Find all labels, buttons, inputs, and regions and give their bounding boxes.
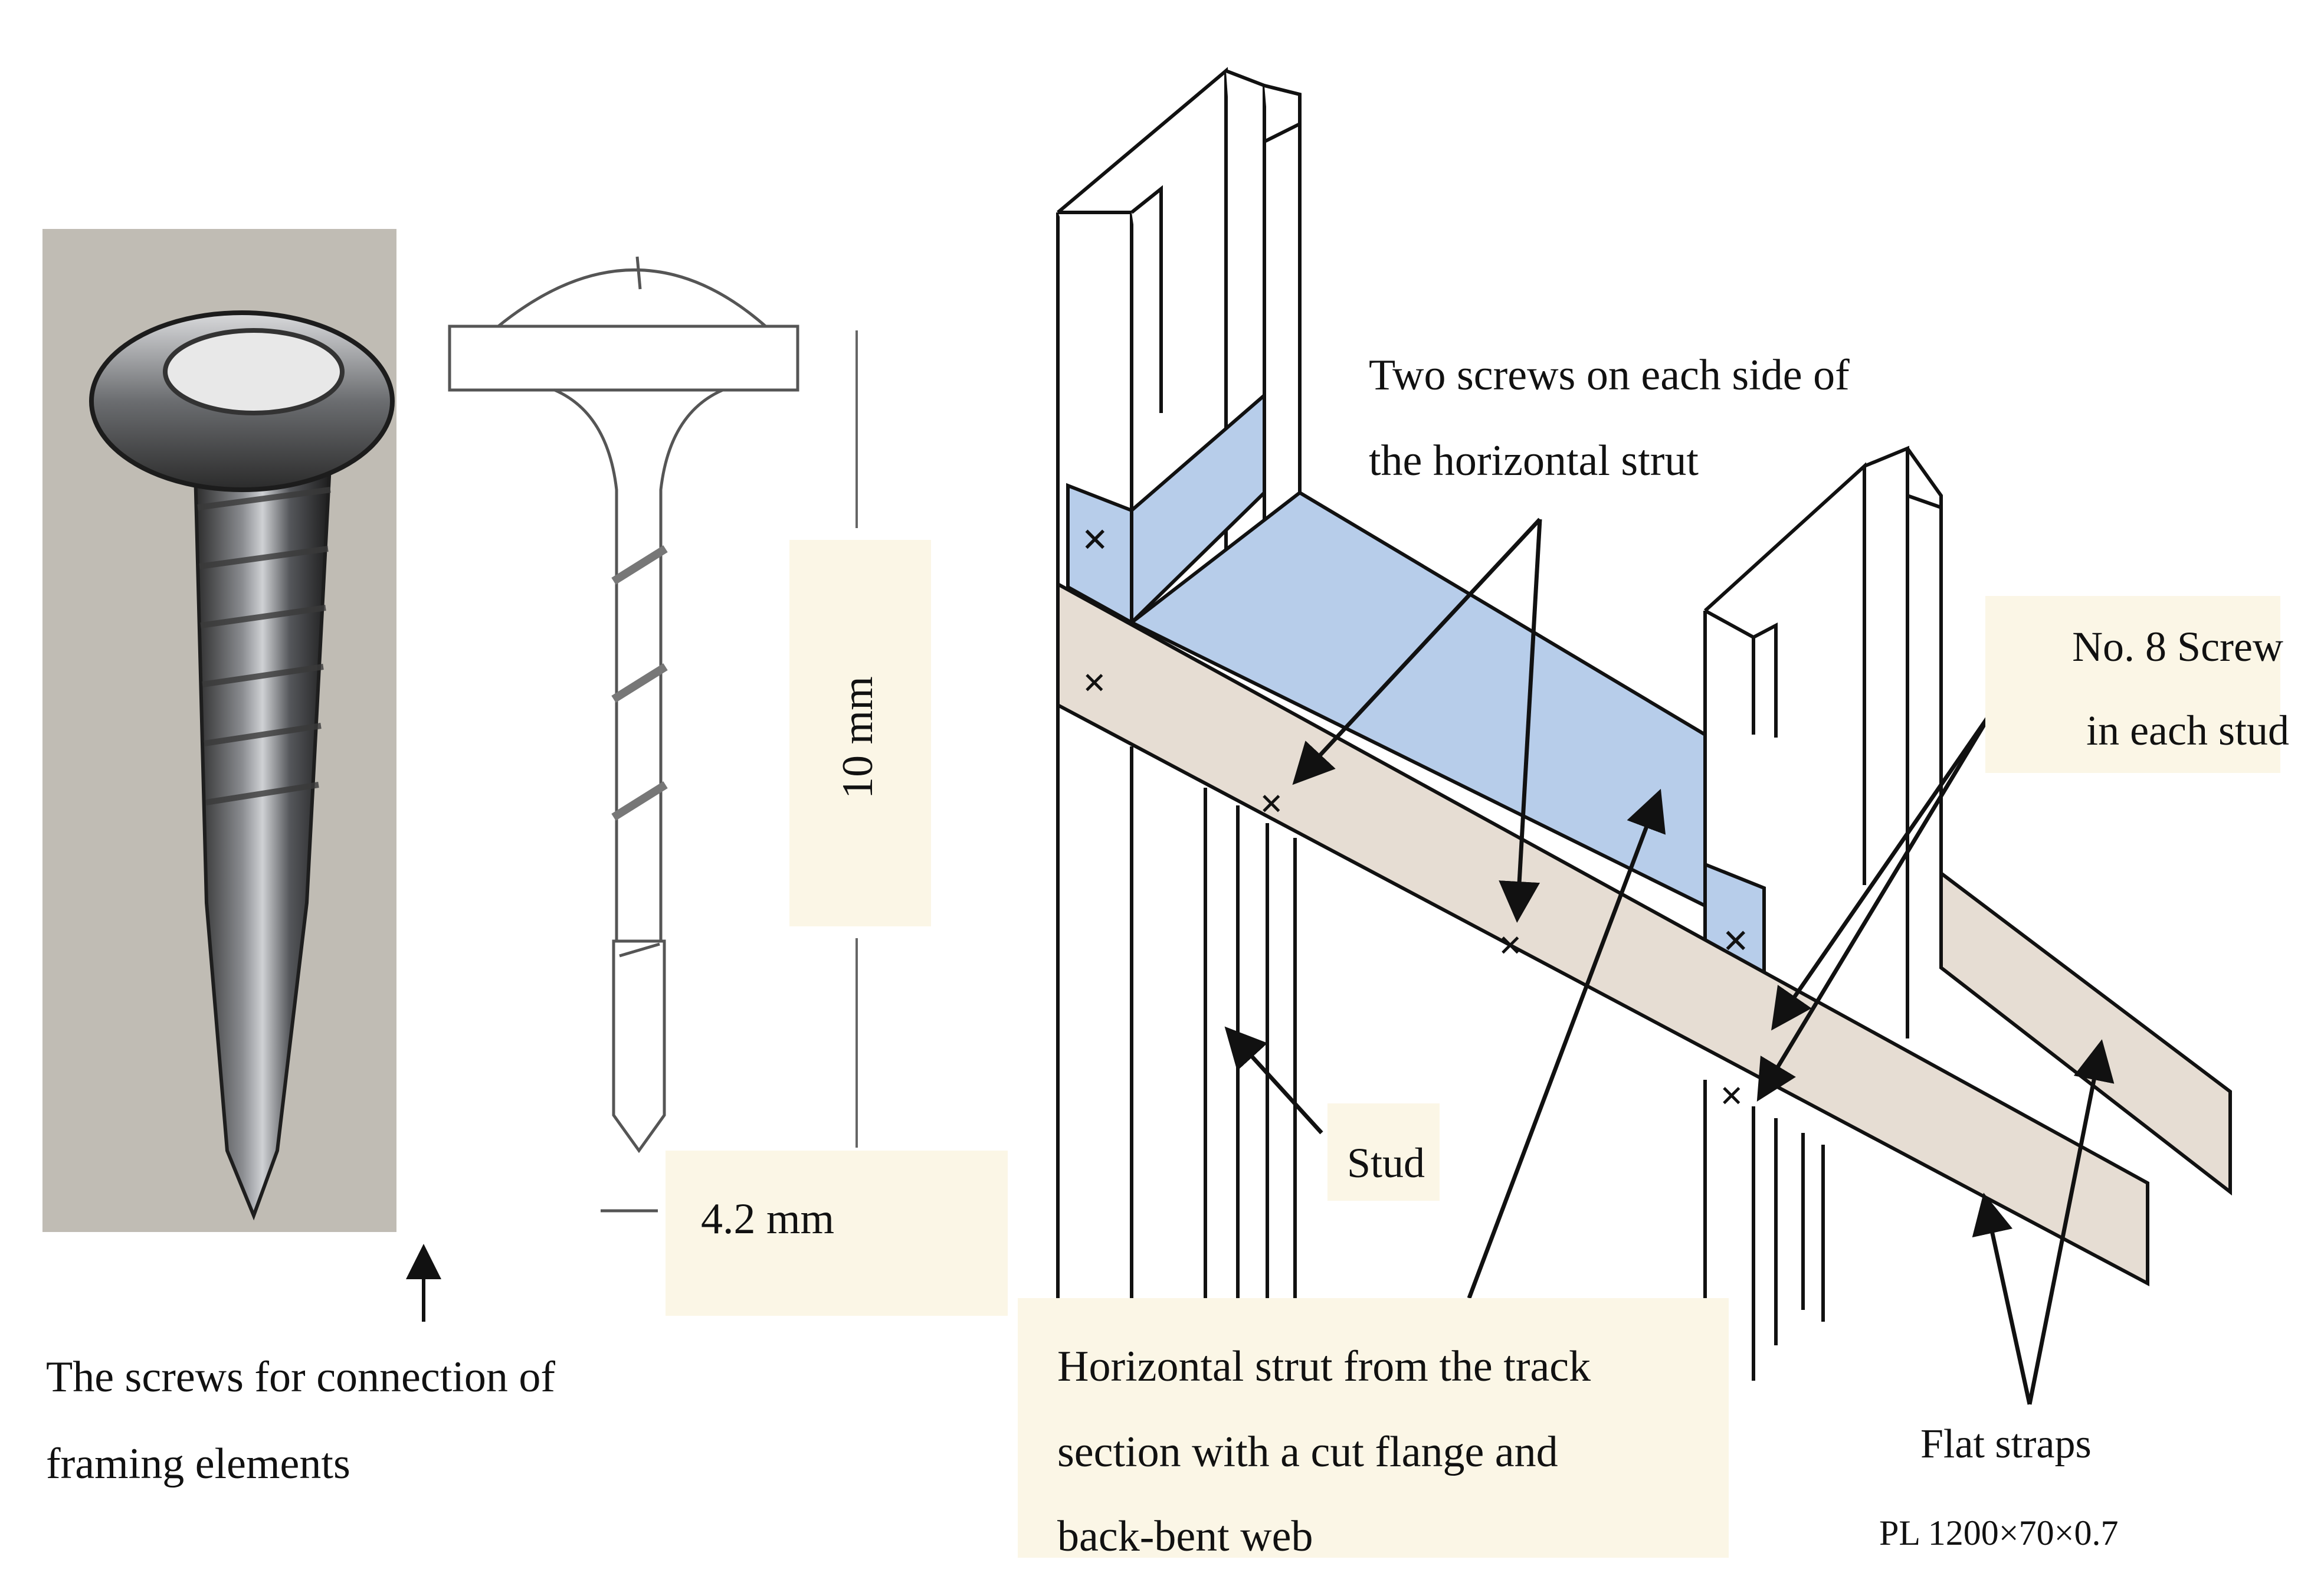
- screw-drawing-tip: [612, 939, 666, 1154]
- screw-drawing-shank: [554, 388, 723, 943]
- screw-photo: [42, 229, 396, 1232]
- strut-arrow: [1467, 788, 1666, 1299]
- screw-drawing: [448, 256, 799, 1154]
- screw-mark-strap-1: ×: [1083, 660, 1106, 706]
- stud-label-box: [1327, 1103, 1440, 1201]
- no8-screw-arrow-bottom: [1756, 707, 1996, 1102]
- photo-caption-line-1: The screws for connection of: [46, 1353, 555, 1401]
- strut-label-line-2: section with a cut flange and: [1057, 1428, 1558, 1476]
- screw-photo-head-recess: [163, 328, 345, 415]
- no8-screw-label-line-1: No. 8 Screw: [2072, 623, 2283, 670]
- two-screws-arrow-right: [1499, 519, 1542, 923]
- stud-arrow: [1224, 1026, 1323, 1135]
- two-screws-arrow-left: [1292, 517, 1542, 785]
- screw-mark-strap-3: ×: [1499, 923, 1522, 968]
- strut-label-line-1: Horizontal strut from the track: [1057, 1342, 1591, 1391]
- diameter-label: 4.2 mm: [701, 1195, 834, 1243]
- strut-label-box: [1018, 1298, 1729, 1558]
- screw-photo-threads: [197, 487, 331, 805]
- no8-screw-arrow-top: [1771, 707, 1996, 1031]
- two-screws-label-line-1: Two screws on each side of: [1369, 351, 1850, 399]
- no8-screw-label-line-2: in each stud: [2086, 707, 2289, 754]
- screw-drawing-washer: [448, 325, 799, 392]
- strut-label-line-3: back-bent web: [1057, 1512, 1313, 1561]
- strut-back-web: [1130, 391, 1266, 627]
- screw-drawing-dome-slot: [635, 256, 642, 290]
- flat-straps-arrow-front: [1972, 1192, 2032, 1405]
- flat-straps-arrow-back: [2027, 1039, 2115, 1405]
- length-label-box: [789, 540, 931, 926]
- two-screws-label-line-2: the horizontal strut: [1369, 437, 1699, 485]
- screw-drawing-threads: [611, 545, 668, 821]
- strut-top-web: [1128, 490, 1707, 909]
- left-stud-lower: [1056, 705, 1297, 1298]
- stud-label: Stud: [1347, 1139, 1425, 1187]
- screw-marks: × × × × × ×: [1082, 513, 1749, 1119]
- screw-mark-strap-2: ×: [1260, 781, 1283, 827]
- screw-drawing-dome: [492, 268, 771, 329]
- flat-strap-back: [1939, 869, 2232, 1196]
- length-label: 10 mm: [834, 676, 882, 799]
- diameter-label-box: [666, 1151, 1008, 1316]
- right-stud-upper: [1703, 445, 1943, 1038]
- screw-drawing-tip-line: [619, 942, 660, 958]
- photo-caption-line-2: framing elements: [46, 1440, 350, 1488]
- leader-arrows: [1224, 517, 2115, 1405]
- screw-mark-right-flange: ×: [1723, 915, 1749, 966]
- flat-straps-label: Flat straps: [1920, 1421, 2092, 1467]
- screw-mark-left-flange: ×: [1082, 513, 1108, 565]
- strap-spec-label: PL 1200×70×0.7: [1879, 1513, 2118, 1552]
- screw-photo-shank: [192, 446, 333, 1221]
- screw-mark-strap-4: ×: [1720, 1073, 1743, 1119]
- right-stud-lower: [1703, 1080, 1825, 1381]
- no8-label-box: [1985, 596, 2280, 773]
